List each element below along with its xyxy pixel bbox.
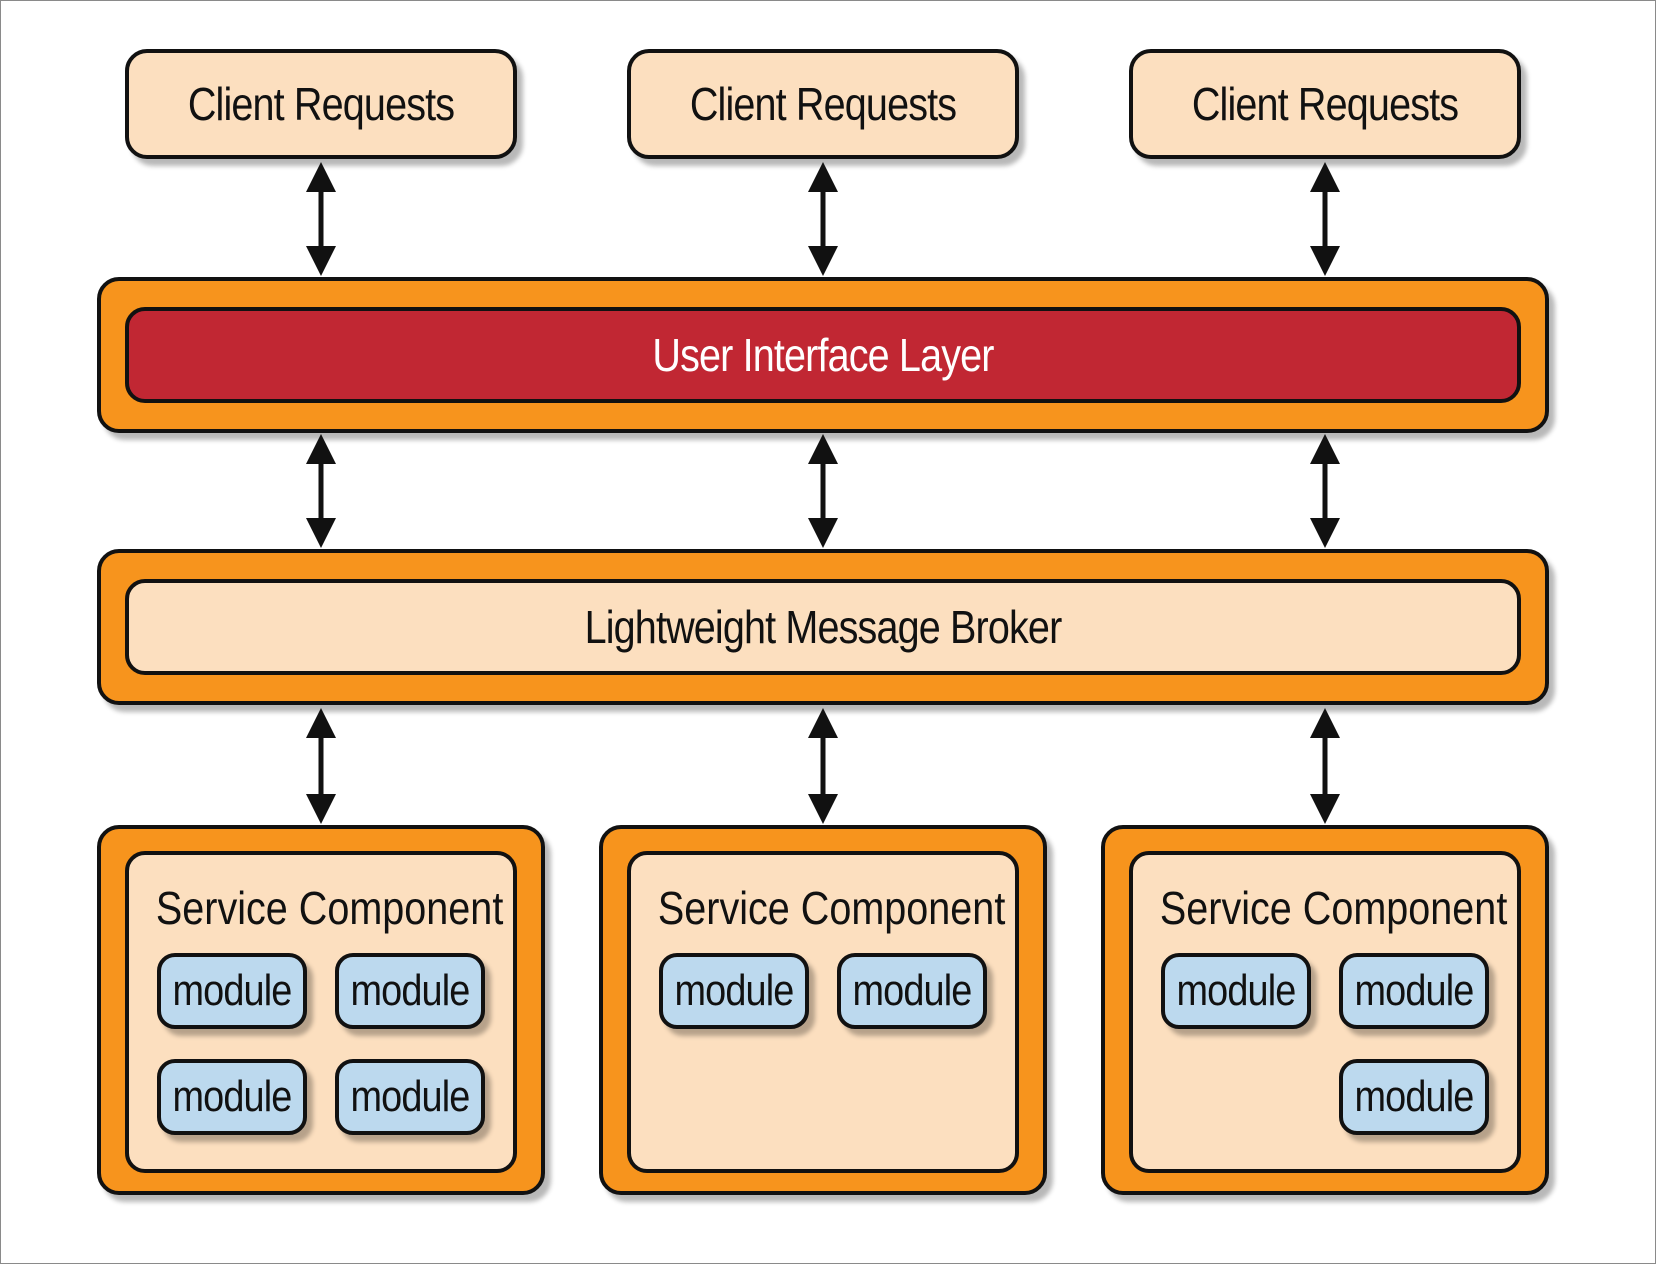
client-requests-label-3: Client Requests — [1191, 78, 1459, 130]
module-1-4: module — [335, 1059, 485, 1135]
module-label: module — [350, 1072, 471, 1121]
broker-label: Lightweight Message Broker — [584, 601, 1063, 653]
client-requests-label-2: Client Requests — [689, 78, 957, 130]
service-component-3-title: Service Component — [1159, 882, 1508, 934]
service-component-3: Service Component module module module — [1101, 825, 1549, 1195]
module-label: module — [1176, 966, 1297, 1015]
client-requests-box-2: Client Requests — [627, 49, 1019, 159]
module-label: module — [172, 1072, 293, 1121]
broker-bar: Lightweight Message Broker — [125, 579, 1521, 675]
module-label: module — [350, 966, 471, 1015]
module-label: module — [1354, 966, 1475, 1015]
module-label: module — [852, 966, 973, 1015]
service-component-1-inner: Service Component module module module m… — [125, 851, 517, 1173]
client-requests-label-1: Client Requests — [187, 78, 455, 130]
module-3-1: module — [1161, 953, 1311, 1029]
service-component-2: Service Component module module — [599, 825, 1047, 1195]
client-requests-box-3: Client Requests — [1129, 49, 1521, 159]
module-1-2: module — [335, 953, 485, 1029]
broker-container: Lightweight Message Broker — [97, 549, 1549, 705]
service-component-3-inner: Service Component module module module — [1129, 851, 1521, 1173]
module-label: module — [674, 966, 795, 1015]
service-component-1: Service Component module module module m… — [97, 825, 545, 1195]
service-component-2-inner: Service Component module module — [627, 851, 1019, 1173]
ui-layer-label: User Interface Layer — [652, 329, 994, 381]
module-2-2: module — [837, 953, 987, 1029]
module-label: module — [172, 966, 293, 1015]
service-component-2-title: Service Component — [657, 882, 1006, 934]
module-label: module — [1354, 1072, 1475, 1121]
module-1-1: module — [157, 953, 307, 1029]
ui-layer-container: User Interface Layer — [97, 277, 1549, 433]
ui-layer-bar: User Interface Layer — [125, 307, 1521, 403]
module-3-2: module — [1339, 953, 1489, 1029]
module-2-1: module — [659, 953, 809, 1029]
service-component-1-title: Service Component — [155, 882, 504, 934]
module-3-3: module — [1339, 1059, 1489, 1135]
module-1-3: module — [157, 1059, 307, 1135]
client-requests-box-1: Client Requests — [125, 49, 517, 159]
